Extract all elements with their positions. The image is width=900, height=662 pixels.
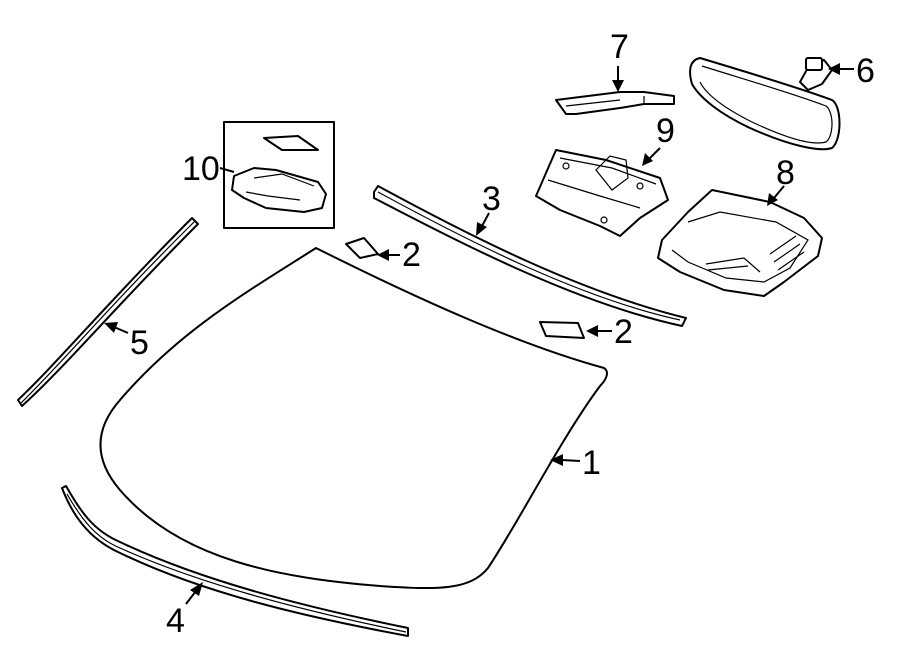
windshield-glass-icon[interactable] bbox=[99, 247, 608, 590]
callout-8: 8 bbox=[776, 154, 795, 192]
sensor-cover-icon[interactable] bbox=[657, 189, 823, 297]
callout-9: 9 bbox=[656, 112, 675, 150]
camera-bracket-icon[interactable] bbox=[535, 149, 669, 237]
callout-2-lower: 2 bbox=[614, 313, 633, 351]
callout-6: 6 bbox=[856, 52, 875, 90]
callout-3: 3 bbox=[482, 180, 501, 218]
side-molding-icon[interactable] bbox=[17, 217, 199, 407]
callout-labels: 1 2 2 3 4 5 6 7 8 9 10 bbox=[130, 28, 875, 640]
callout-5: 5 bbox=[130, 324, 149, 362]
rearview-mirror-icon[interactable] bbox=[689, 57, 841, 151]
leader-lines bbox=[104, 63, 854, 605]
callout-2-upper: 2 bbox=[402, 236, 421, 274]
callout-4: 4 bbox=[166, 602, 185, 640]
callout-10: 10 bbox=[182, 150, 220, 188]
sensor-pad-icon[interactable] bbox=[539, 321, 585, 339]
callout-1: 1 bbox=[582, 444, 601, 482]
callout-7: 7 bbox=[610, 28, 629, 66]
rain-sensor-icon[interactable] bbox=[223, 121, 335, 229]
upper-molding-icon[interactable] bbox=[373, 185, 687, 327]
mirror-cover-icon[interactable] bbox=[555, 91, 675, 115]
lower-molding-icon[interactable] bbox=[61, 485, 409, 637]
sensor-pad-icon[interactable] bbox=[345, 237, 379, 259]
